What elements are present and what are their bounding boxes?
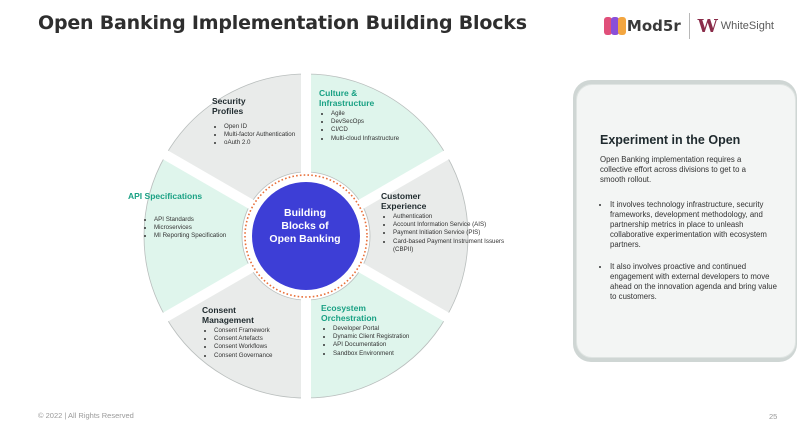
segment-item: API Documentation xyxy=(333,341,443,349)
segment-title-line: Infrastructure xyxy=(319,98,375,108)
building-blocks-wheel xyxy=(143,73,469,399)
hub-label-line: Building xyxy=(284,207,326,219)
panel-bullet-list: It involves technology infrastructure, s… xyxy=(600,200,782,314)
segment-title: API Specifications xyxy=(128,191,202,201)
panel-bullet: It also involves proactive and continued… xyxy=(610,262,782,302)
segment-item: Developer Portal xyxy=(333,325,443,333)
segment-item: CI/CD xyxy=(331,126,441,134)
hub-label-line: Open Banking xyxy=(269,233,341,245)
segment-item: Consent Workflows xyxy=(214,343,314,351)
whitesight-logo-icon: W xyxy=(697,15,718,37)
partner-logos: Mod5r W WhiteSight xyxy=(604,12,774,40)
mod5r-logo-text: Mod5r xyxy=(626,17,681,35)
segment-item: Sandbox Environment xyxy=(333,350,443,358)
segment-item: Multi-factor Authentication xyxy=(224,131,319,139)
segment-item: DevSecOps xyxy=(331,118,441,126)
segment-item: Consent Framework xyxy=(214,327,314,335)
segment-item: Microservices xyxy=(154,224,234,232)
segment-title-line: Experience xyxy=(381,201,427,211)
segment-gap xyxy=(160,149,255,210)
segment-item: Consent Governance xyxy=(214,352,314,360)
segment-title-line: Ecosystem xyxy=(321,303,366,313)
hub-circle xyxy=(252,182,360,290)
segment-item: Card-based Payment Instrument Issuers (C… xyxy=(393,238,523,254)
segment-title-line: Culture & xyxy=(319,88,358,98)
segment-item: Account Information Service (AIS) xyxy=(393,221,523,229)
segment-item: MI Reporting Specification xyxy=(154,232,234,240)
segment-item: Authentication xyxy=(393,213,523,221)
segment-item-list: Consent FrameworkConsent ArtefactsConsen… xyxy=(204,327,314,360)
panel-title: Experiment in the Open xyxy=(600,133,741,147)
segment-title-line: Profiles xyxy=(212,106,244,116)
copyright-footer: © 2022 | All Rights Reserved xyxy=(38,411,134,420)
segment-item: Agile xyxy=(331,110,441,118)
segment-block xyxy=(360,154,469,318)
segment-item-list: Developer PortalDynamic Client Registrat… xyxy=(323,325,443,358)
segment-title-line: API Specifications xyxy=(128,191,203,201)
page-number: 25 xyxy=(769,412,778,421)
segment-item: Multi-cloud Infrastructure xyxy=(331,135,441,143)
panel-intro: Open Banking implementation requires a c… xyxy=(600,155,746,184)
segment-block xyxy=(143,154,252,318)
segment-item: API Standards xyxy=(154,216,234,224)
segment-title-line: Orchestration xyxy=(321,313,377,323)
segment-title-line: Consent xyxy=(202,305,236,315)
experiment-panel xyxy=(576,84,796,358)
whitesight-logo-text: WhiteSight xyxy=(720,20,774,32)
panel-bullet: It involves technology infrastructure, s… xyxy=(610,200,782,250)
segment-item-list: AuthenticationAccount Information Servic… xyxy=(383,213,523,254)
segment-item: Consent Artefacts xyxy=(214,335,314,343)
segment-item-list: API StandardsMicroservicesMI Reporting S… xyxy=(144,216,234,241)
mod5r-logo-icon xyxy=(604,17,626,35)
segment-gap xyxy=(160,262,255,323)
hub-label-line: Blocks of xyxy=(281,220,329,232)
segment-title: Culture &Infrastructure xyxy=(319,88,374,108)
segment-item-list: AgileDevSecOpsCI/CDMulti-cloud Infrastru… xyxy=(321,110,441,143)
hub-label: Building Blocks of Open Banking xyxy=(250,207,360,246)
segment-item: Dynamic Client Registration xyxy=(333,333,443,341)
segment-item: Payment Initiation Service (PIS) xyxy=(393,229,523,237)
segment-title-line: Security xyxy=(212,96,246,106)
page-title: Open Banking Implementation Building Blo… xyxy=(38,12,527,34)
segment-title-line: Management xyxy=(202,315,254,325)
segment-gap xyxy=(357,262,452,323)
logo-divider xyxy=(688,13,690,39)
segment-item: oAuth 2.0 xyxy=(224,139,319,147)
segment-gap xyxy=(357,149,452,210)
segment-title-line: Customer xyxy=(381,191,421,201)
segment-item-list: Open IDMulti-factor AuthenticationoAuth … xyxy=(214,123,319,148)
segment-item: Open ID xyxy=(224,123,319,131)
